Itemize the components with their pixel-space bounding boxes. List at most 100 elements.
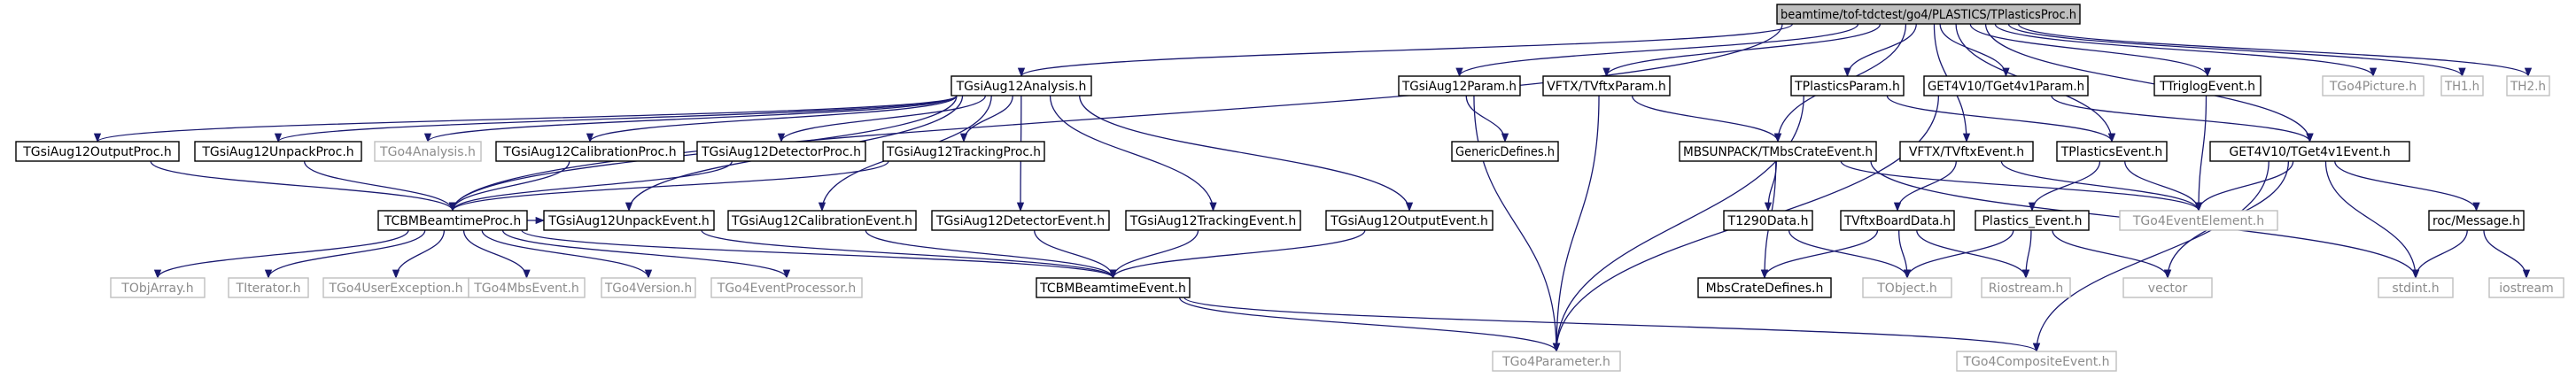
edge-n0-n2 [1455,23,1859,78]
include-edge [448,160,733,212]
file-node[interactable]: TGsiAug12UnpackEvent.h [543,210,715,231]
node-box [468,277,586,298]
include-edge [303,160,457,212]
edge-n29-n42 [2052,229,2172,280]
include-edge [1465,95,1509,143]
edge-n21-n35 [462,229,531,280]
node-box [2378,277,2454,298]
file-node: vector [2122,277,2213,298]
file-node: TGo4EventElement.h [2119,210,2278,231]
node-label: Plastics_Event.h [1982,214,2082,228]
node-box [1542,75,1671,96]
node-label: TObject.h [1876,282,1936,296]
file-node[interactable]: TGsiAug12OutputProc.h [15,141,180,162]
include-edge [1903,229,2014,280]
edge-n10-n21 [150,160,457,212]
file-node[interactable]: TGsiAug12Analysis.h [950,75,1092,96]
file-node[interactable]: TVftxBoardData.h [1840,210,1955,231]
file-node[interactable]: TPlasticsParam.h [1790,75,1905,96]
node-label: MbsCrateDefines.h [1706,282,1824,296]
file-node[interactable]: TCBMBeamtimeEvent.h [1036,277,1191,298]
node-label: TIterator.h [236,282,301,296]
file-node[interactable]: TPlasticsEvent.h [2056,141,2168,162]
node-label: TGsiAug12CalibrationEvent.h [731,214,912,228]
node-label: TCBMBeamtimeProc.h [384,214,522,228]
node-label: TGsiAug12DetectorProc.h [701,145,861,159]
include-edge [448,23,1783,212]
file-node[interactable]: TGsiAug12CalibrationEvent.h [727,210,917,231]
include-edge [1969,23,2212,78]
include-edge [865,229,1117,280]
node-box [2119,210,2278,231]
edge-n38-n45 [1178,297,1561,353]
include-edge [392,229,446,280]
edge-n1-n11 [275,95,958,143]
file-node[interactable]: TGsiAug12TrackingEvent.h [1125,210,1301,231]
include-edge [1984,23,2314,143]
edge-n22-n38 [701,229,1117,280]
file-node[interactable]: VFTX/TVftxEvent.h [1899,141,2034,162]
include-edge [1049,95,1217,212]
file-node: stdint.h [2378,277,2454,298]
file-node[interactable]: TCBMBeamtimeProc.h [377,210,528,231]
node-box [1492,351,1621,372]
file-node[interactable]: TGsiAug12Param.h [1398,75,1521,96]
node-box [374,141,482,162]
node-label: vector [2148,282,2188,296]
node-label: TGsiAug12UnpackEvent.h [547,214,710,228]
node-label: TGo4MbsEvent.h [473,282,579,296]
include-edge [153,229,409,280]
node-box [228,277,309,298]
file-node[interactable]: MBSUNPACK/TMbsCrateEvent.h [1679,141,1877,162]
file-node[interactable]: TGsiAug12CalibrationProc.h [495,141,685,162]
node-box [1862,277,1952,298]
file-node[interactable]: TGsiAug12DetectorEvent.h [931,210,1110,231]
node-box [2428,210,2525,231]
edge-n1-n10 [94,95,958,143]
node-box [2506,75,2550,96]
file-node[interactable]: MbsCrateDefines.h [1697,277,1832,298]
file-node[interactable]: GenericDefines.h [1451,141,1559,162]
include-edge [777,95,986,143]
file-node[interactable]: TTriglogEvent.h [2153,75,2262,96]
edge-n29-n40 [1903,229,2014,280]
include-edge [2021,229,2032,280]
file-node[interactable]: TGsiAug12DetectorProc.h [696,141,866,162]
edge-n21-n32 [153,229,409,280]
file-node[interactable]: T1290Data.h [1723,210,1813,231]
node-box [601,277,696,298]
file-node: TObjArray.h [110,277,206,298]
edge-n20-n30 [2194,160,2294,212]
edge-n1-n15 [959,95,1013,143]
node-box [2488,277,2564,298]
node-box [2440,75,2484,96]
root-file-node[interactable]: beamtime/tof-tdctest/go4/PLASTICS/TPlast… [1776,4,2081,25]
edge-n0-n7 [1994,23,2378,78]
node-box [377,210,528,231]
include-edge [1109,229,1366,280]
file-node[interactable]: TGsiAug12OutputEvent.h [1325,210,1494,231]
file-node[interactable]: TGsiAug12UnpackProc.h [194,141,362,162]
include-edge [1916,229,2030,280]
edge-n3-n45 [1552,95,1600,353]
edge-n20-n46 [2032,160,2270,353]
edge-n6-n30 [2194,95,2207,212]
include-edge [1886,95,2116,143]
include-edge [462,229,531,280]
file-node[interactable]: TGsiAug12TrackingProc.h [882,141,1045,162]
file-node: TGo4Parameter.h [1492,351,1621,372]
file-node[interactable]: VFTX/TVftxParam.h [1542,75,1671,96]
include-edge [2411,229,2468,280]
include-edge [2483,229,2531,280]
file-node: TH1.h [2440,75,2484,96]
node-label: TTriglogEvent.h [2159,80,2255,94]
edge-n28-n39 [1760,229,1879,280]
file-nodes: beamtime/tof-tdctest/go4/PLASTICS/TPlast… [15,4,2564,372]
file-node[interactable]: GET4V10/TGet4v1Param.h [1923,75,2089,96]
node-box [1451,141,1559,162]
node-label: T1290Data.h [1727,214,1809,228]
file-node[interactable]: roc/Message.h [2428,210,2525,231]
file-node[interactable]: GET4V10/TGet4v1Event.h [2209,141,2410,162]
file-node[interactable]: Plastics_Event.h [1975,210,2090,231]
